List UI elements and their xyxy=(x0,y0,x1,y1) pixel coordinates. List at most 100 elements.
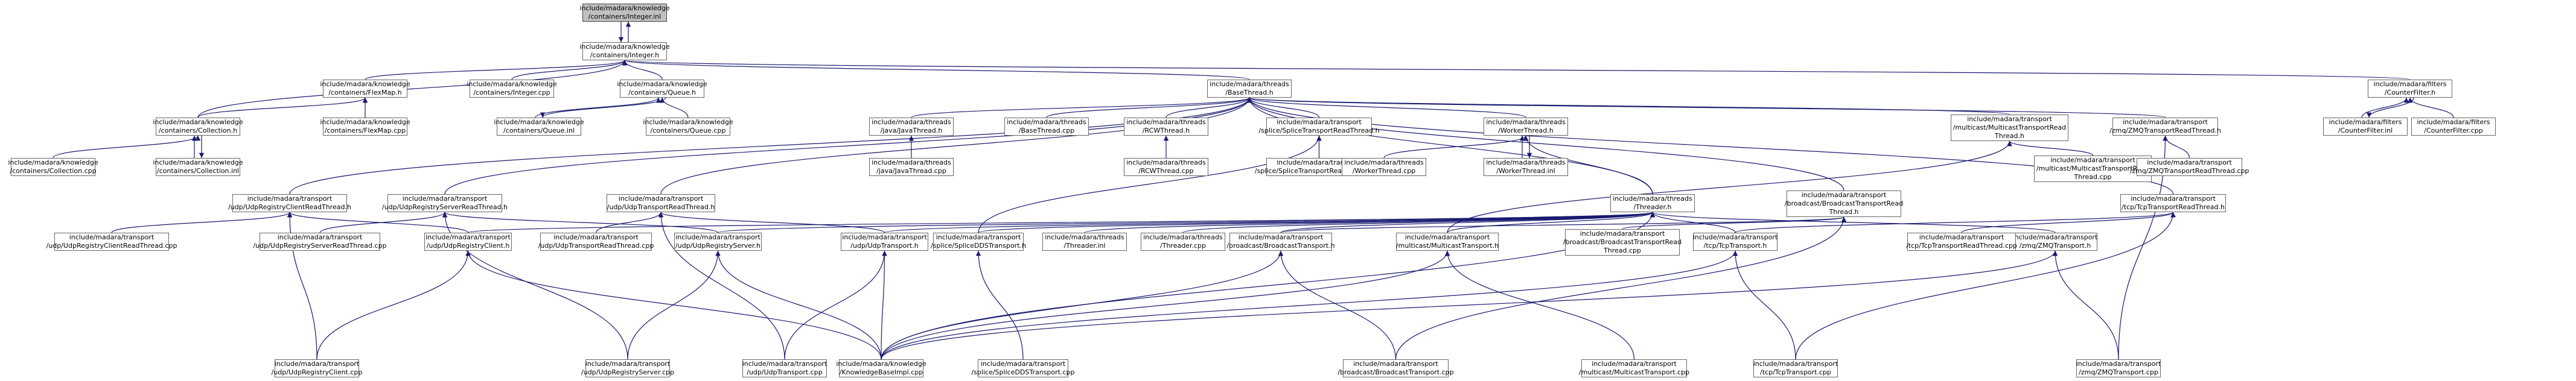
node-collection-cpp[interactable]: include/madara/knowledge /containers/Col… xyxy=(8,158,98,176)
node-label: include/madara/threads /Threader.h xyxy=(1613,195,1692,211)
node-udprt-h[interactable]: include/madara/transport /udp/UdpTranspo… xyxy=(607,194,715,212)
edge-zmqrt_h-to-zmqrt_cpp xyxy=(2163,135,2190,159)
node-udpregclientrt-h[interactable]: include/madara/transport /udp/UdpRegistr… xyxy=(228,194,351,212)
node-udprt-cpp[interactable]: include/madara/transport /udp/UdpTranspo… xyxy=(538,233,654,251)
node-tcprt-h[interactable]: include/madara/transport /tcp/TcpTranspo… xyxy=(2120,194,2226,212)
node-threader-cpp[interactable]: include/madara/threads /Threader.cpp xyxy=(1141,233,1225,251)
node-label: include/madara/threads /Threader.cpp xyxy=(1143,233,1223,250)
node-flexmap-h[interactable]: include/madara/knowledge /containers/Fle… xyxy=(320,80,410,98)
edge-collection_h-to-collection_cpp xyxy=(53,135,201,159)
edge-udprt_h-to-udptransport_h xyxy=(658,212,885,233)
node-zmqrt-h[interactable]: include/madara/transport /zmq/ZMQTranspo… xyxy=(2109,118,2221,136)
node-tcprt-cpp[interactable]: include/madara/transport /tcp/TcpTranspo… xyxy=(1906,233,2017,251)
node-label: include/madara/transport /splice/SpliceD… xyxy=(931,233,1026,250)
edge-integer_h-to-flexmap_h xyxy=(365,60,627,80)
node-label: include/madara/transport /tcp/TcpTranspo… xyxy=(1753,360,1838,376)
node-udpregserver-h[interactable]: include/madara/transport /udp/UdpRegistr… xyxy=(674,233,762,251)
edge-udpregserver_h-to-kbimpl_cpp xyxy=(715,250,882,360)
node-label: include/madara/threads /RCWThread.cpp xyxy=(1126,159,1206,175)
edge-counterfilter_h-to-counterfilter_cpp xyxy=(2407,97,2454,118)
node-workerthread-h[interactable]: include/madara/threads /WorkerThread.h xyxy=(1484,118,1568,136)
edge-splicetrt_h-to-splicedds_h xyxy=(978,135,1322,233)
node-zmqrt-cpp[interactable]: include/madara/transport /zmq/ZMQTranspo… xyxy=(2130,158,2249,176)
node-label: include/madara/transport /udp/UdpTranspo… xyxy=(607,195,715,211)
edge-splicedds_h-to-splicedds_cpp xyxy=(975,250,1024,360)
node-basethread-cpp[interactable]: include/madara/threads /BaseThread.cpp xyxy=(1004,118,1089,136)
node-javathread-cpp[interactable]: include/madara/threads /java/JavaThread.… xyxy=(869,158,954,176)
node-label: include/madara/transport /broadcast/Broa… xyxy=(1226,233,1335,250)
node-label: include/madara/transport /udp/UdpRegistr… xyxy=(253,233,387,250)
edge-integer_h-to-basethread_h xyxy=(622,60,1250,80)
node-label: include/madara/threads /java/JavaThread.… xyxy=(872,118,951,134)
node-rcwthread-h[interactable]: include/madara/threads /RCWThread.h xyxy=(1124,118,1208,136)
node-workerthread-inl[interactable]: include/madara/threads /WorkerThread.inl xyxy=(1484,158,1568,176)
node-bcasttransport-h[interactable]: include/madara/transport /broadcast/Broa… xyxy=(1226,233,1335,251)
edge-zmqtransport_h-to-kbimpl_cpp xyxy=(881,250,2058,360)
node-rcwthread-cpp[interactable]: include/madara/threads /RCWThread.cpp xyxy=(1124,158,1208,176)
node-bcastrt-cpp[interactable]: include/madara/transport /broadcast/Broa… xyxy=(1563,229,1682,256)
node-bcasttransport-cpp[interactable]: include/madara/transport /broadcast/Broa… xyxy=(1337,359,1454,377)
edge-threader_h-to-udpregclient_h xyxy=(467,212,1655,233)
node-splicedds-h[interactable]: include/madara/transport /splice/SpliceD… xyxy=(931,233,1026,251)
node-queue-cpp[interactable]: include/madara/knowledge /containers/Que… xyxy=(643,118,733,136)
node-label: include/madara/knowledge /containers/Col… xyxy=(153,118,243,134)
edge-udpregserverrt_h-to-udpregserverrt_cpp xyxy=(319,212,448,233)
node-basethread-h[interactable]: include/madara/threads /BaseThread.h xyxy=(1207,80,1292,98)
edge-udptransport_h-to-kbimpl_cpp xyxy=(881,250,887,360)
node-zmqtransport-h[interactable]: include/madara/transport /zmq/ZMQTranspo… xyxy=(2013,233,2097,251)
node-udptransport-cpp[interactable]: include/madara/transport /udp/UdpTranspo… xyxy=(742,359,827,377)
node-tcptransport-h[interactable]: include/madara/transport /tcp/TcpTranspo… xyxy=(1693,233,1777,251)
node-integer-cpp[interactable]: include/madara/knowledge /containers/Int… xyxy=(467,80,557,98)
edge-basethread_h-to-javathread_h xyxy=(911,97,1252,118)
edge-threader_h-to-threader_cpp xyxy=(1182,212,1655,233)
edge-integer_h-to-counterfilter_h xyxy=(623,60,2411,80)
node-label: include/madara/knowledge /containers/Que… xyxy=(494,118,584,134)
node-label: include/madara/knowledge /KnowledgeBaseI… xyxy=(836,360,926,376)
node-integer-inl[interactable]: include/madara/knowledge /containers/Int… xyxy=(579,4,670,22)
node-collection-h[interactable]: include/madara/knowledge /containers/Col… xyxy=(153,118,243,136)
node-javathread-h[interactable]: include/madara/threads /java/JavaThread.… xyxy=(869,118,954,136)
node-udpregserver-cpp[interactable]: include/madara/transport /udp/UdpRegistr… xyxy=(581,359,674,377)
edge-udpregclientrt_h-to-udpregclientrt_cpp xyxy=(111,212,293,233)
node-collection-inl[interactable]: include/madara/knowledge /containers/Col… xyxy=(153,158,243,176)
edge-udpregserver_h-to-udpregserver_cpp xyxy=(627,250,721,360)
node-label: include/madara/knowledge /containers/Int… xyxy=(579,4,670,20)
node-mcasttransport-h[interactable]: include/madara/transport /multicast/Mult… xyxy=(1396,233,1499,251)
node-threader-inl[interactable]: include/madara/threads /Threader.inl xyxy=(1042,233,1127,251)
node-kbimpl-cpp[interactable]: include/madara/knowledge /KnowledgeBaseI… xyxy=(836,359,926,377)
node-udpregserverrt-h[interactable]: include/madara/transport /udp/UdpRegistr… xyxy=(382,194,508,212)
node-threader-h[interactable]: include/madara/threads /Threader.h xyxy=(1610,194,1695,212)
node-splicedds-cpp[interactable]: include/madara/transport /splice/SpliceD… xyxy=(972,359,1075,377)
node-splicetrt-h[interactable]: include/madara/transport /splice/SpliceT… xyxy=(1258,118,1380,136)
node-label: include/madara/transport /tcp/TcpTranspo… xyxy=(1906,233,2017,250)
node-mcastrt-cpp[interactable]: include/madara/transport /multicast/Mult… xyxy=(2034,156,2152,182)
node-udptransport-h[interactable]: include/madara/transport /udp/UdpTranspo… xyxy=(841,233,928,251)
node-zmqtransport-cpp[interactable]: include/madara/transport /zmq/ZMQTranspo… xyxy=(2076,359,2161,377)
node-label: include/madara/transport /splice/SpliceT… xyxy=(1258,118,1380,134)
node-counterfilter-inl[interactable]: include/madara/filters /CounterFilter.in… xyxy=(2323,118,2408,136)
node-label: include/madara/filters /CounterFilter.h xyxy=(2373,80,2447,96)
node-bcastrt-h[interactable]: include/madara/transport /broadcast/Broa… xyxy=(1784,190,1904,217)
edge-tcprt_h-to-tcprt_cpp xyxy=(1961,212,2176,233)
node-counterfilter-h[interactable]: include/madara/filters /CounterFilter.h xyxy=(2368,80,2452,98)
node-label: include/madara/transport /broadcast/Broa… xyxy=(1784,191,1904,216)
node-integer-h[interactable]: include/madara/knowledge /containers/Int… xyxy=(579,42,670,60)
node-queue-h[interactable]: include/madara/knowledge /containers/Que… xyxy=(617,80,707,98)
node-udpregclient-h[interactable]: include/madara/transport /udp/UdpRegistr… xyxy=(424,233,512,251)
node-queue-inl[interactable]: include/madara/knowledge /containers/Que… xyxy=(494,118,584,136)
node-label: include/madara/transport /broadcast/Broa… xyxy=(1337,360,1454,376)
node-label: include/madara/threads /WorkerThread.cpp xyxy=(1344,159,1424,175)
node-udpregserverrt-cpp[interactable]: include/madara/transport /udp/UdpRegistr… xyxy=(253,233,387,251)
node-workerthread-cpp[interactable]: include/madara/threads /WorkerThread.cpp xyxy=(1342,158,1426,176)
node-counterfilter-cpp[interactable]: include/madara/filters /CounterFilter.cp… xyxy=(2411,118,2496,136)
edge-tcptransport_h-to-tcptransport_cpp xyxy=(1732,250,1796,360)
node-mcasttransport-cpp[interactable]: include/madara/transport /multicast/Mult… xyxy=(1579,359,1689,377)
edge-mcasttransport_h-to-mcasttransport_cpp xyxy=(1444,250,1635,360)
node-flexmap-cpp[interactable]: include/madara/knowledge /containers/Fle… xyxy=(320,118,410,136)
node-tcptransport-cpp[interactable]: include/madara/transport /tcp/TcpTranspo… xyxy=(1753,359,1838,377)
node-udpregclientrt-cpp[interactable]: include/madara/transport /udp/UdpRegistr… xyxy=(46,233,177,251)
node-mcastrt-h[interactable]: include/madara/transport /multicast/Mult… xyxy=(1951,115,2068,141)
node-udpregclient-cpp[interactable]: include/madara/transport /udp/UdpRegistr… xyxy=(272,359,362,377)
edge-mcastrt_h-to-mcasttransport_h xyxy=(1447,140,2012,233)
node-label: include/madara/filters /CounterFilter.cp… xyxy=(2417,118,2490,134)
